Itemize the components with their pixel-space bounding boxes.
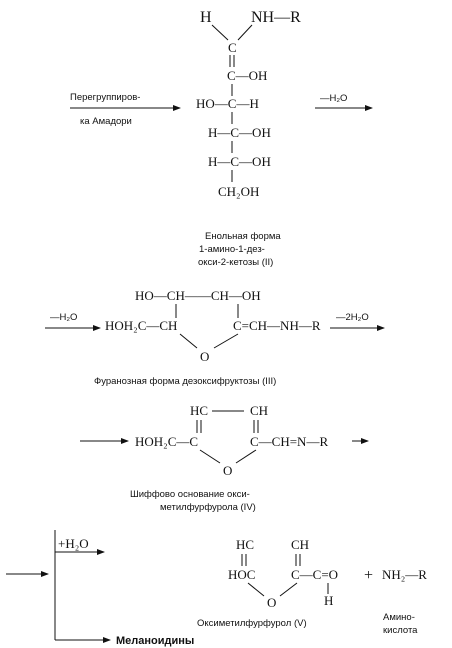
amine-group: NH₂—R — [382, 567, 427, 582]
arrow-dehydration-2: —H₂O — [45, 312, 101, 331]
arrow-dehydration-3-label: —2H₂O — [336, 312, 369, 323]
hmf-left: HOC — [228, 567, 255, 582]
caption-hmf: Оксиметилфурфурол (V) — [197, 618, 307, 629]
furanose-right: C=CH—NH—R — [233, 318, 321, 333]
hmf-right: C—C=O — [291, 567, 338, 582]
atom-c3: HO—C—H — [196, 96, 259, 111]
schiff-left: HOH₂C—C — [135, 434, 198, 449]
hmf-ring-oxygen: O — [267, 595, 276, 610]
atom-c1: C — [228, 40, 237, 55]
furanose-ring-oxygen: O — [200, 349, 209, 364]
schiff-right: C—CH=N—R — [250, 434, 328, 449]
structure-schiff-base: HC CH HOH₂C—C C—CH=N—R O — [135, 403, 328, 478]
furanose-bond-o-right — [213, 333, 239, 349]
hmf-bond-o-right — [279, 582, 298, 597]
arrow-dehydration-2-label: —H₂O — [50, 312, 77, 323]
bond-h-c1 — [211, 24, 229, 41]
group-nh-r: NH—R — [251, 9, 301, 26]
schiff-bond-o-right — [235, 449, 257, 464]
bond-n-c1 — [237, 24, 253, 41]
atom-c2: C—OH — [227, 68, 267, 83]
atom-h: H — [200, 9, 212, 26]
plus-sign: + — [364, 567, 373, 584]
hmf-bond-o-left — [247, 582, 265, 597]
schiff-top-left: HC — [190, 403, 208, 418]
caption-enol-form: Енольная форма 1-амино-1-дез- окси-2-кет… — [198, 231, 281, 268]
structure-enol-form: H NH—R C C—OH HO—C—H H—C—OH H—C—OH CH₂OH — [196, 9, 301, 199]
caption-enol-line3: окси-2-кетозы (II) — [198, 257, 273, 268]
hmf-top-right: CH — [291, 537, 309, 552]
furanose-bond-o-left — [179, 333, 198, 349]
arrow-amadori: Перегруппиров- ка Амадори — [70, 92, 181, 127]
product-melanoidins: Меланоидины — [116, 635, 194, 647]
caption-amino-line2: кислота — [383, 625, 418, 636]
arrow-dehydration-1: —H₂O — [315, 93, 373, 111]
arrow-amadori-label-top: Перегруппиров- — [70, 92, 140, 103]
arrow-dehydration-3: —2H₂O — [330, 312, 385, 331]
caption-furanose-form: Фуранозная форма дезоксифруктозы (III) — [94, 376, 276, 387]
structure-furanose-form: HO—CH——CH—OH HOH₂C—CH C=CH—NH—R O — [105, 288, 321, 364]
branch-water-label: +H₂O — [58, 536, 89, 551]
caption-enol-line1: Енольная форма — [205, 231, 281, 242]
atom-c6: CH₂OH — [218, 184, 259, 199]
furanose-left: HOH₂C—CH — [105, 318, 177, 333]
arrow-dehydration-1-label: —H₂O — [320, 93, 347, 104]
atom-c4: H—C—OH — [208, 125, 271, 140]
branch-bracket: +H₂O Меланоидины — [6, 530, 194, 647]
atom-c5: H—C—OH — [208, 154, 271, 169]
caption-schiff-line2: метилфурфурола (IV) — [160, 502, 256, 513]
arrow-amadori-label-bottom: ка Амадори — [80, 116, 132, 127]
caption-amino-line1: Аминo- — [383, 612, 415, 623]
caption-enol-line2: 1-амино-1-дез- — [199, 244, 265, 255]
schiff-top-right: CH — [250, 403, 268, 418]
schiff-ring-oxygen: O — [223, 463, 232, 478]
hmf-aldehyde-h: H — [324, 593, 333, 608]
schiff-bond-o-left — [199, 449, 221, 464]
structure-hmf: HC CH HOC C—C=O H O — [228, 537, 338, 610]
furanose-top-row: HO—CH——CH—OH — [135, 288, 261, 303]
caption-schiff-line1: Шиффово основание окси- — [130, 489, 250, 500]
hmf-top-left: HC — [236, 537, 254, 552]
